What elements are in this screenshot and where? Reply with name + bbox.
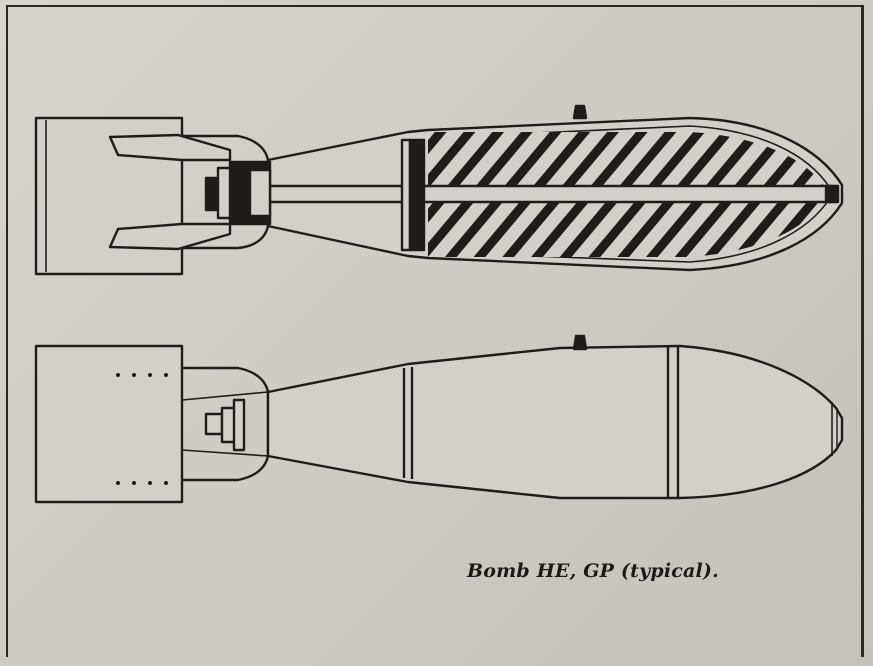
suspension-lug-top [572,104,588,120]
fin-lower [108,222,232,251]
tail-fuze [204,176,220,212]
tail-box-external [34,344,184,504]
bomb-body-external [266,344,844,500]
tail-rivets [116,373,168,485]
fin-upper [108,133,232,162]
sectional-view [34,104,844,276]
tail-fuze-external [204,412,224,436]
suspension-lug-bottom [572,334,588,351]
figure-border [6,5,864,657]
figure-caption: Bomb HE, GP (typical). [467,560,719,582]
central-tube [208,184,834,204]
external-view [34,334,844,504]
